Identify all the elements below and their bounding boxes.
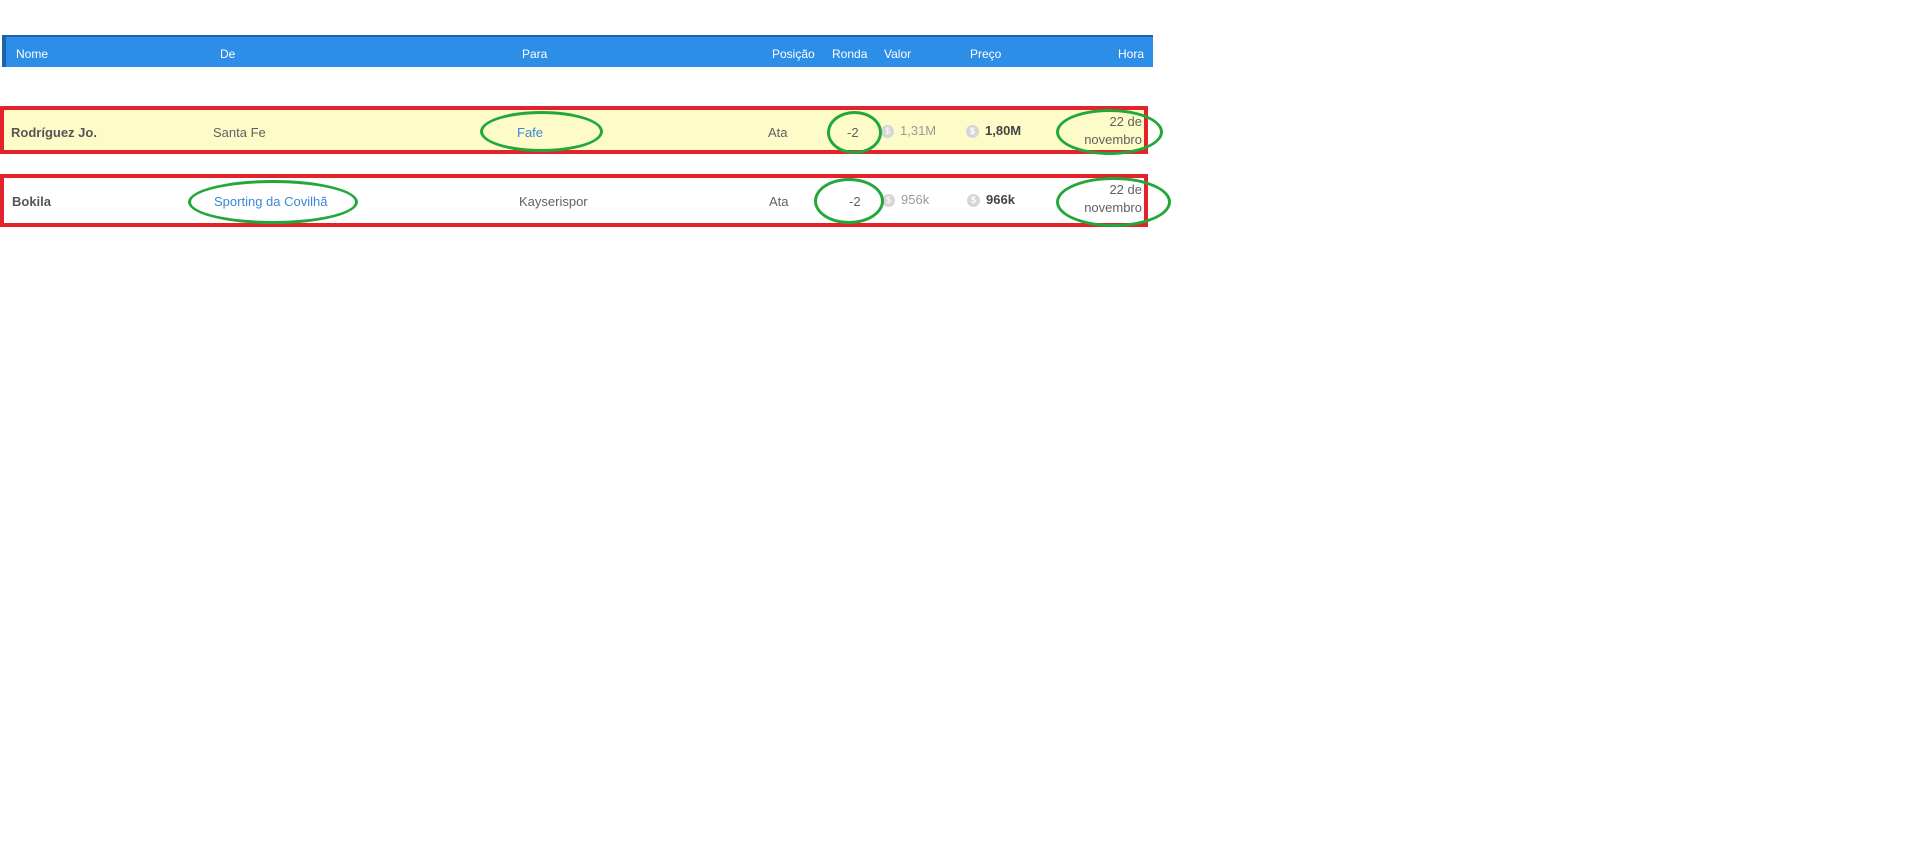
position: Ata — [769, 194, 789, 209]
table-header: Nome De Para Posição Ronda Valor Preço H… — [2, 35, 1153, 67]
market-value-text: 1,31M — [900, 123, 937, 138]
market-value: $1,31M — [881, 123, 937, 139]
transfer-date: 22 de novembro — [1072, 113, 1142, 149]
price: $966k — [967, 192, 1015, 208]
to-club-link[interactable]: Fafe — [517, 125, 544, 140]
market-value: $956k — [882, 192, 930, 208]
date-line-2: novembro — [1084, 200, 1142, 215]
header-posicao[interactable]: Posição — [772, 47, 815, 61]
date-line-2: novembro — [1084, 132, 1142, 147]
market-value-text: 956k — [901, 192, 930, 207]
round: -2 — [847, 125, 859, 140]
coin-icon: $ — [966, 125, 979, 139]
header-hora[interactable]: Hora — [1118, 47, 1145, 61]
coin-icon: $ — [967, 194, 980, 208]
round: -2 — [849, 194, 861, 209]
header-de[interactable]: De — [220, 47, 236, 61]
position: Ata — [768, 125, 788, 140]
to-club: Kayserispor — [519, 194, 588, 209]
price-text: 1,80M — [985, 123, 1022, 138]
header-valor[interactable]: Valor — [884, 47, 912, 61]
coin-icon: $ — [881, 125, 894, 139]
header-preco[interactable]: Preço — [970, 47, 1002, 61]
date-line-1: 22 de — [1109, 182, 1142, 197]
from-club: Santa Fe — [213, 125, 266, 140]
price-text: 966k — [986, 192, 1015, 207]
player-name[interactable]: Bokila — [12, 194, 52, 209]
header-nome[interactable]: Nome — [16, 47, 49, 61]
table-row[interactable]: Rodríguez Jo. Santa Fe Fafe Ata -2 $1,31… — [0, 106, 1148, 154]
player-name[interactable]: Rodríguez Jo. — [11, 125, 97, 140]
transfer-date: 22 de novembro — [1072, 181, 1142, 217]
header-ronda[interactable]: Ronda — [832, 47, 868, 61]
price: $1,80M — [966, 123, 1022, 139]
from-club-link[interactable]: Sporting da Covilhã — [214, 194, 328, 209]
coin-icon: $ — [882, 194, 895, 208]
header-para[interactable]: Para — [522, 47, 548, 61]
table-row[interactable]: Bokila Sporting da Covilhã Kayserispor A… — [0, 174, 1148, 227]
date-line-1: 22 de — [1109, 114, 1142, 129]
